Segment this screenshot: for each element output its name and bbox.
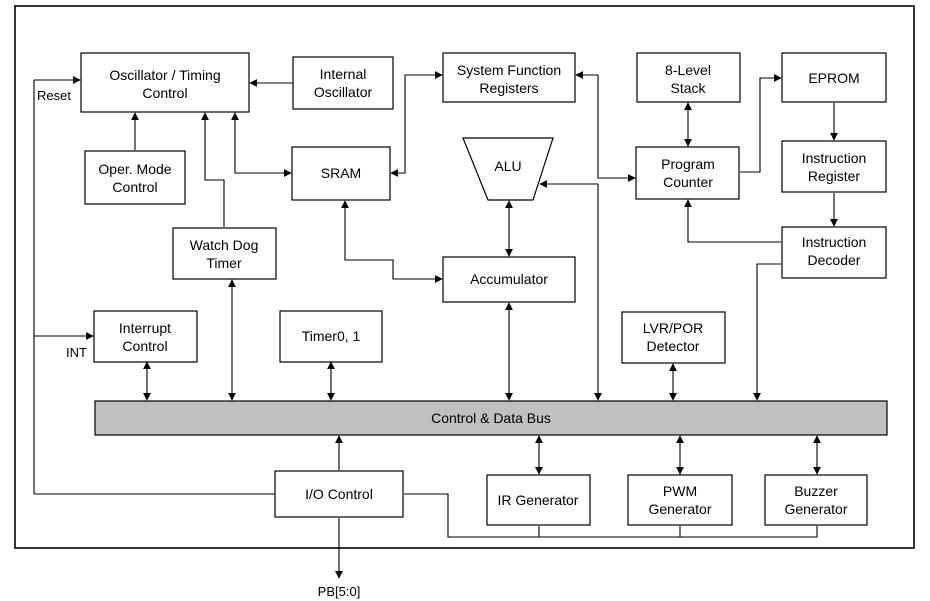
block-program-counter: Program Counter <box>635 146 740 200</box>
pwm-label-1: PWM <box>663 483 697 499</box>
block-interrupt-control: Interrupt Control <box>93 310 198 363</box>
ir-label-1: Instruction <box>802 150 867 166</box>
oscillator-label-2: Control <box>142 85 187 101</box>
block-eprom: EPROM <box>781 52 887 103</box>
sram-acc-arrow <box>341 200 443 283</box>
connections <box>33 71 838 579</box>
block-instruction-register: Instruction Register <box>781 140 887 193</box>
sram-sfr-arrow <box>390 71 443 177</box>
oper-mode-label-2: Control <box>112 179 157 195</box>
block-watchdog-timer: Watch Dog Timer <box>172 227 277 280</box>
block-lvr-por: LVR/POR Detector <box>621 311 726 364</box>
timer-label: Timer0, 1 <box>302 328 361 344</box>
internal-osc-label-1: Internal <box>320 66 367 82</box>
block-pwm-generator: PWM Generator <box>627 474 733 526</box>
osc-sram-arrow <box>231 112 292 177</box>
int-signal-label: INT <box>66 345 87 360</box>
decoder-label-2: Decoder <box>808 252 861 268</box>
decoder-label-1: Instruction <box>802 234 867 250</box>
buzzer-label-2: Generator <box>784 501 847 517</box>
block-oper-mode-control: Oper. Mode Control <box>84 150 186 205</box>
block-buzzer-generator: Buzzer Generator <box>764 474 868 526</box>
buzzer-label-1: Buzzer <box>794 483 838 499</box>
lvr-label-2: Detector <box>647 338 700 354</box>
stack-label-2: Stack <box>670 80 706 96</box>
decoder-pc-arrow <box>684 199 781 243</box>
sfr-label-1: System Function <box>457 62 561 78</box>
oper-mode-label-1: Oper. Mode <box>98 161 171 177</box>
bus-label: Control & Data Bus <box>431 410 551 426</box>
ir-label-2: Register <box>808 168 860 184</box>
block-accumulator: Accumulator <box>442 256 576 303</box>
reset-signal-label: Reset <box>37 88 71 103</box>
block-sram: SRAM <box>291 146 391 201</box>
accumulator-label: Accumulator <box>470 271 548 287</box>
block-ir-generator: IR Generator <box>486 474 591 526</box>
outer-frame <box>14 5 915 549</box>
oscillator-label-1: Oscillator / Timing <box>109 67 220 83</box>
block-alu: ALU <box>462 137 554 201</box>
control-data-bus: Control & Data Bus <box>94 400 888 436</box>
pb-signal-label: PB[5:0] <box>318 584 361 599</box>
block-system-function-registers: System Function Registers <box>442 52 576 103</box>
ir-gen-label: IR Generator <box>498 492 579 508</box>
block-io-control: I/O Control <box>274 470 404 518</box>
io-generators-line <box>404 493 818 538</box>
decoder-bus-arrow <box>753 263 781 401</box>
io-label: I/O Control <box>305 486 373 502</box>
pc-label-2: Counter <box>663 174 713 190</box>
sfr-label-2: Registers <box>479 80 538 96</box>
interrupt-label-1: Interrupt <box>119 320 171 336</box>
block-stack: 8-Level Stack <box>636 52 741 103</box>
watchdog-label-1: Watch Dog <box>190 237 259 253</box>
watchdog-osc-arrow <box>201 112 225 227</box>
stack-label-1: 8-Level <box>665 62 711 78</box>
pc-label-1: Program <box>661 156 715 172</box>
block-instruction-decoder: Instruction Decoder <box>781 226 887 279</box>
interrupt-label-2: Control <box>122 338 167 354</box>
eprom-label: EPROM <box>808 70 859 86</box>
watchdog-label-2: Timer <box>206 255 242 271</box>
block-internal-oscillator: Internal Oscillator <box>292 56 394 110</box>
sfr-pc-arrow <box>575 71 636 182</box>
sram-label: SRAM <box>321 165 361 181</box>
pwm-label-2: Generator <box>648 501 711 517</box>
block-oscillator: Oscillator / Timing Control <box>80 52 250 113</box>
pc-eprom-arrow <box>740 74 782 173</box>
alu-bus-arrow <box>539 180 602 401</box>
lvr-label-1: LVR/POR <box>643 320 703 336</box>
internal-osc-label-2: Oscillator <box>314 84 373 100</box>
block-timer: Timer0, 1 <box>279 310 383 363</box>
alu-label: ALU <box>494 158 521 174</box>
